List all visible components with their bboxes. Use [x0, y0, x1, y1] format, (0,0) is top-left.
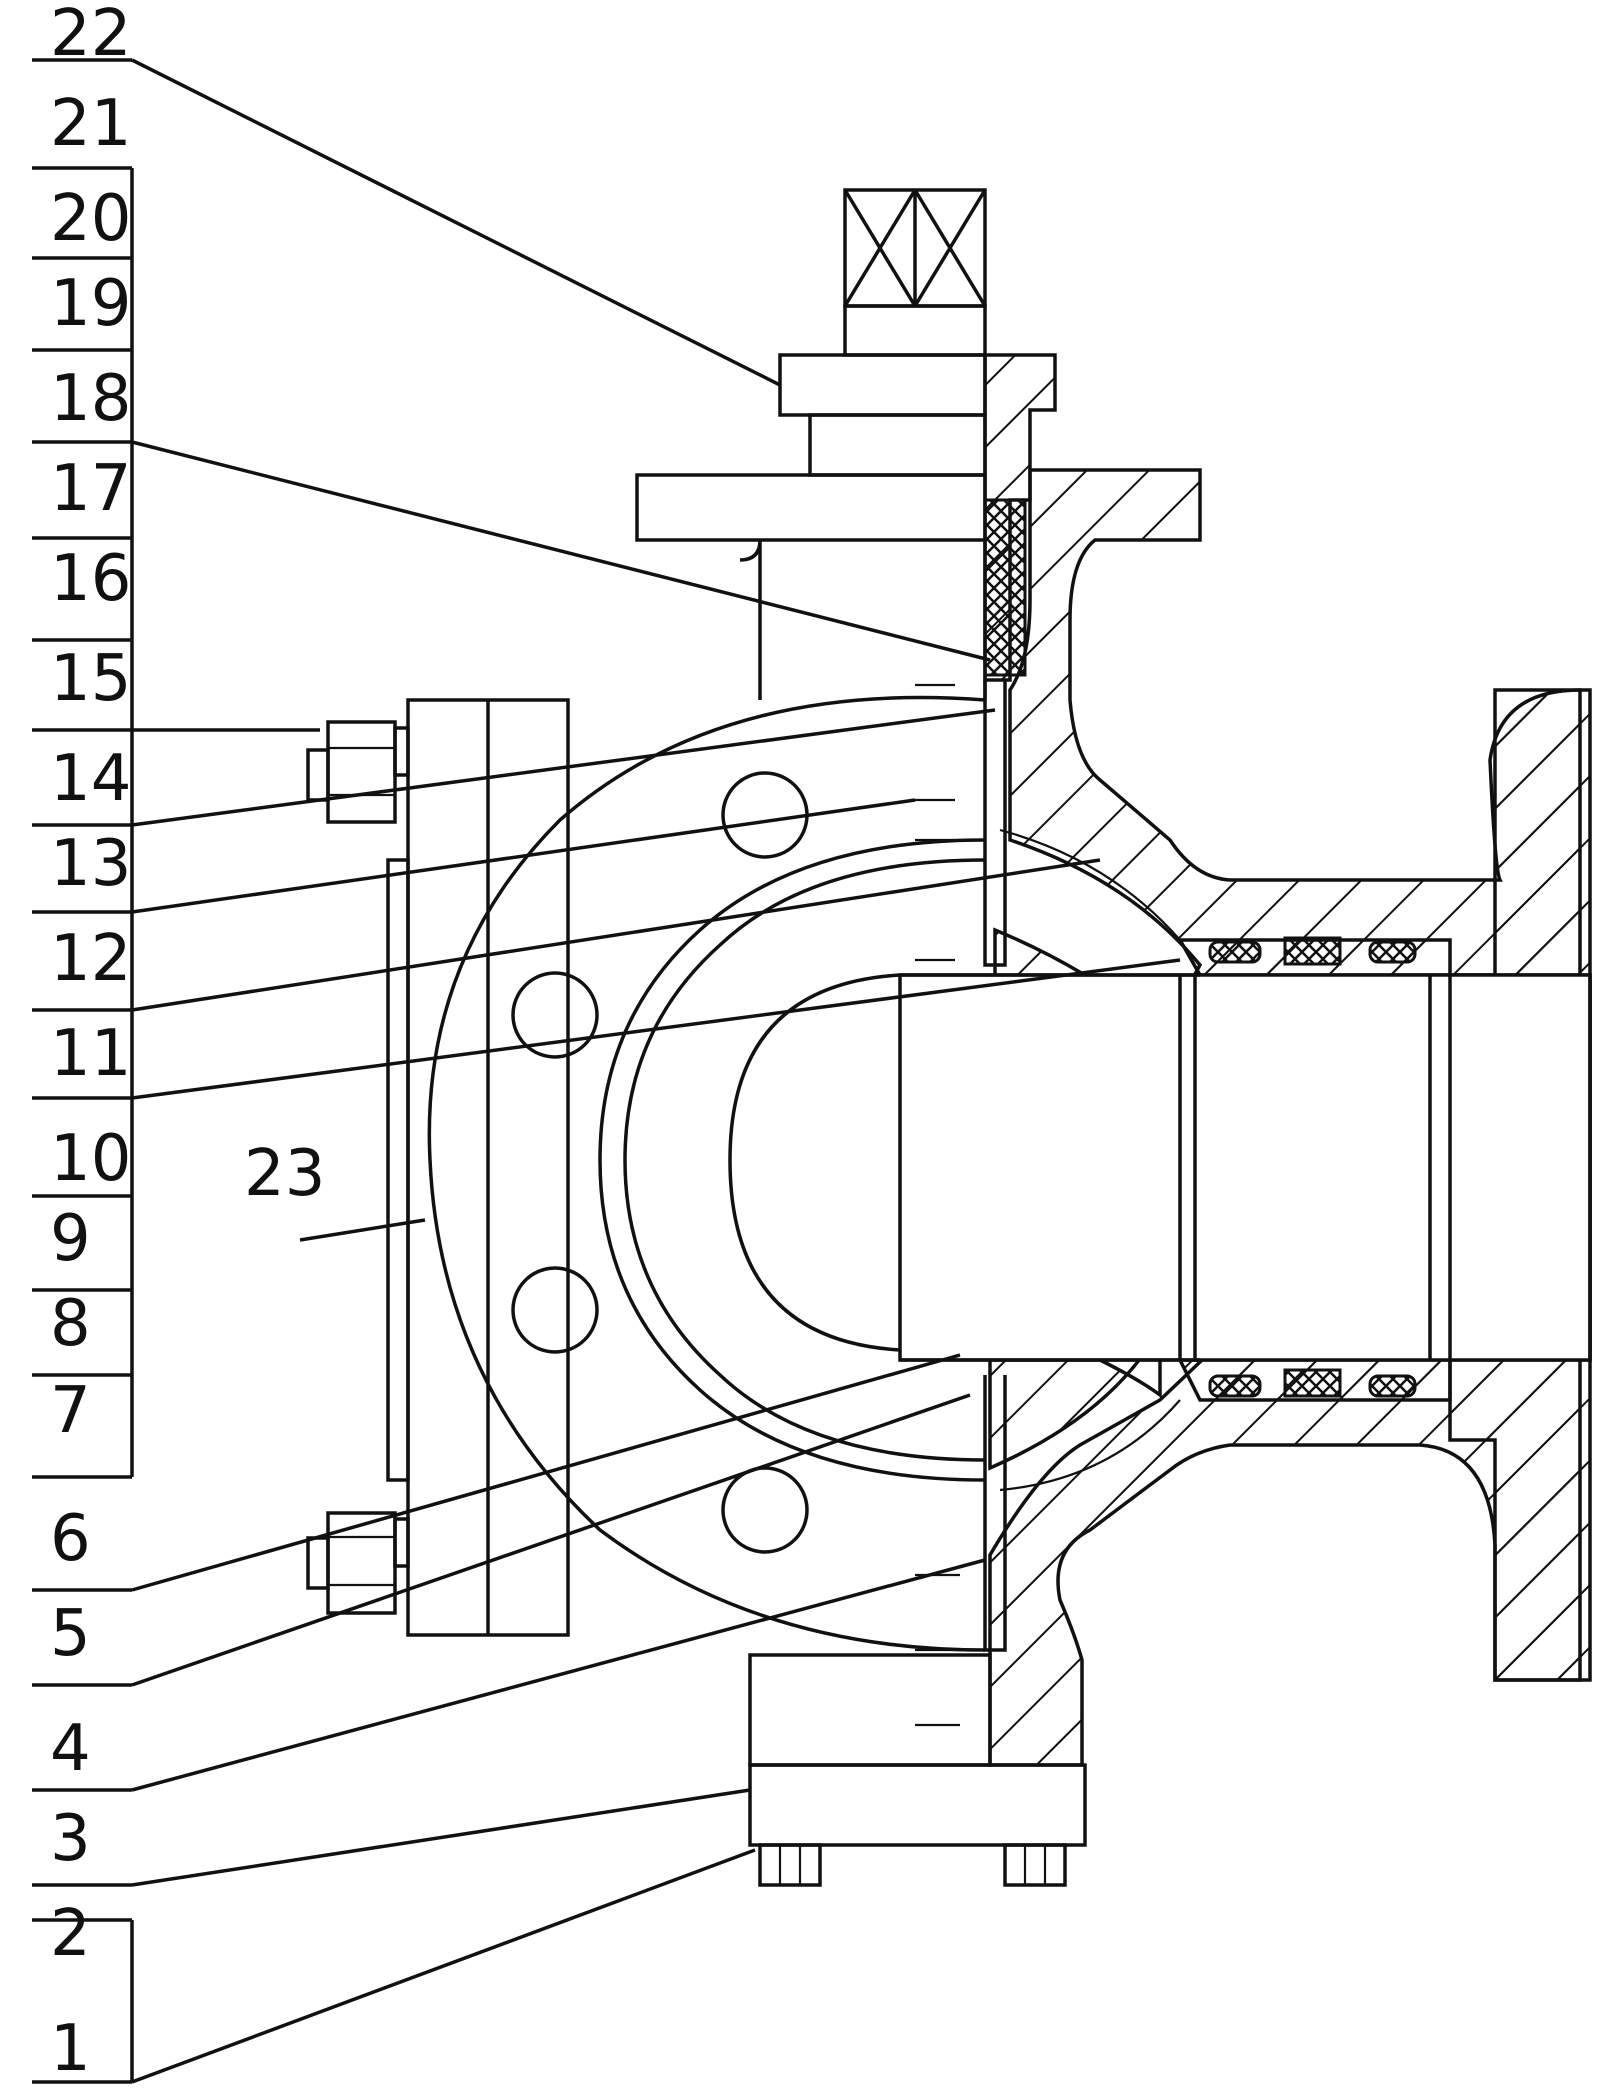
part-label-5: 5 — [50, 1597, 91, 1671]
part-label-20: 20 — [50, 182, 131, 256]
seat-ring — [1176, 936, 1452, 1402]
part-label-9: 9 — [50, 1202, 91, 1276]
plug-liner — [983, 680, 1181, 1652]
label-dividers — [32, 58, 132, 2084]
part-label-6: 6 — [50, 1502, 91, 1576]
leader-line — [131, 958, 1181, 1100]
leader-line — [131, 440, 991, 662]
part-label-1: 1 — [50, 2012, 91, 2086]
part-label-21: 21 — [50, 87, 131, 161]
plug-outer-disc — [427, 695, 986, 1652]
leader-line — [131, 1788, 751, 1887]
leader-line — [131, 1848, 756, 2084]
part-label-12: 12 — [50, 922, 131, 996]
leader-line — [131, 708, 996, 827]
leader-line — [131, 858, 1101, 1012]
leader-line — [131, 1558, 986, 1792]
part-label-17: 17 — [50, 452, 131, 526]
part-label-8: 8 — [50, 1287, 91, 1361]
part-label-14: 14 — [50, 742, 131, 816]
leader-lines — [131, 58, 1181, 2084]
part-label-19: 19 — [50, 267, 131, 341]
part-label-2: 2 — [50, 1897, 91, 1971]
part-label-18: 18 — [50, 362, 131, 436]
part-label-10: 10 — [50, 1122, 131, 1196]
bonnet-flange — [386, 698, 570, 1637]
leader-line — [131, 1393, 971, 1687]
packing — [983, 498, 1027, 677]
part-label-7: 7 — [50, 1374, 91, 1448]
part-label-13: 13 — [50, 827, 131, 901]
flow-bore — [898, 973, 1592, 1362]
part-label-3: 3 — [50, 1802, 91, 1876]
leader-line — [131, 58, 781, 387]
area-label: 23 — [244, 1137, 426, 1242]
part-label-4: 4 — [50, 1712, 91, 1786]
part-label-16: 16 — [50, 542, 131, 616]
area-label-23: 23 — [244, 1137, 325, 1211]
part-label-11: 11 — [50, 1017, 131, 1091]
leader-line — [131, 798, 916, 914]
leader-line — [131, 1353, 961, 1592]
handwheel-box — [843, 188, 987, 308]
part-label-22: 22 — [50, 0, 131, 71]
part-label-15: 15 — [50, 642, 131, 716]
bottom-cap — [748, 1573, 1087, 1887]
